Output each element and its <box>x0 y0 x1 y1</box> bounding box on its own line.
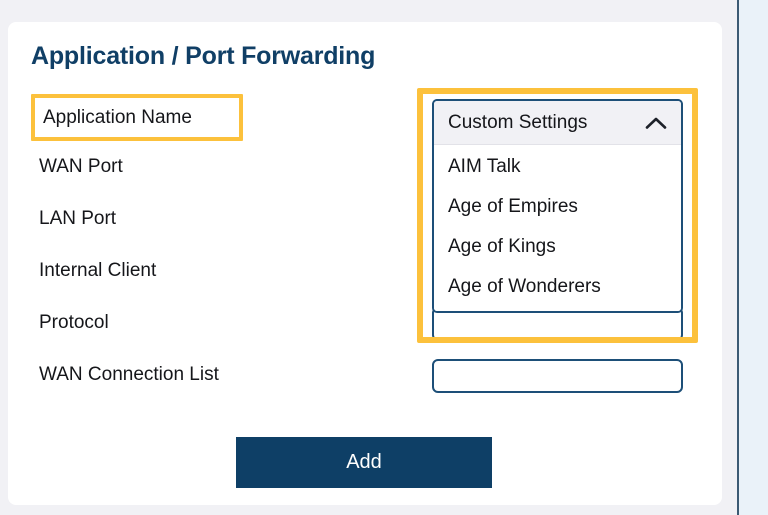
field-label-wan-connection-list: WAN Connection List <box>39 364 219 385</box>
page-title: Application / Port Forwarding <box>31 42 376 70</box>
dropdown-option-age-of-wonderers[interactable]: Age of Wonderers <box>448 276 601 297</box>
dropdown-selected-value: Custom Settings <box>448 111 588 133</box>
dropdown-toggle[interactable]: Custom Settings <box>434 101 681 145</box>
add-button[interactable]: Add <box>236 437 492 488</box>
wan-connection-list-input[interactable] <box>432 359 683 393</box>
field-label-lan-port: LAN Port <box>39 208 117 229</box>
field-label-application-name: Application Name <box>31 94 243 141</box>
field-label-column: Application Name WAN Port LAN Port Inter… <box>31 94 361 401</box>
right-side-panel <box>739 0 768 515</box>
field-label-protocol: Protocol <box>39 312 109 333</box>
dropdown-option-age-of-empires[interactable]: Age of Empires <box>448 196 578 217</box>
application-name-dropdown[interactable]: Custom Settings AIM Talk Age of Empires … <box>432 99 683 313</box>
pane-divider <box>737 0 739 515</box>
dropdown-option-list: AIM Talk Age of Empires Age of Kings Age… <box>434 145 681 311</box>
field-label-wan-port: WAN Port <box>39 156 123 177</box>
chevron-up-icon[interactable] <box>645 116 667 130</box>
dropdown-option-age-of-kings[interactable]: Age of Kings <box>448 236 556 257</box>
field-label-internal-client: Internal Client <box>39 260 157 281</box>
dropdown-option-aim-talk[interactable]: AIM Talk <box>448 156 521 177</box>
